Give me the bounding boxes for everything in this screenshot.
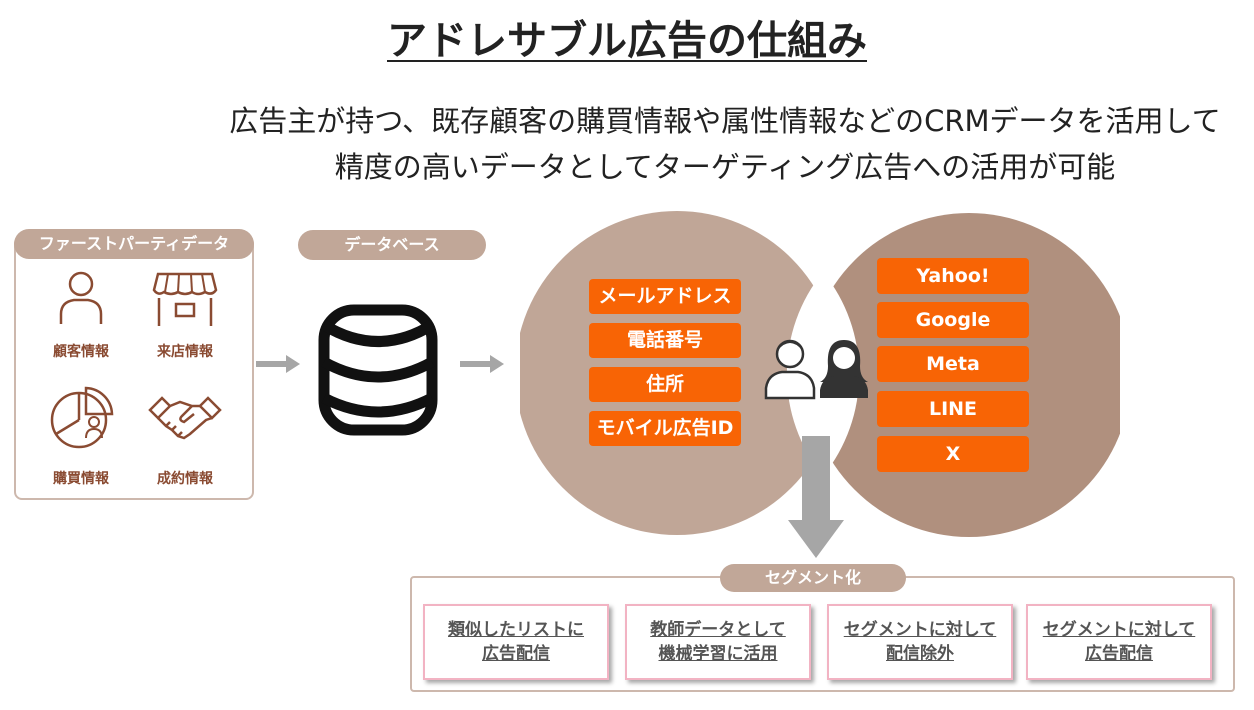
tag-google: Google xyxy=(877,302,1029,338)
arrow-right-icon xyxy=(460,355,504,373)
arrow-down-icon xyxy=(788,436,844,558)
subtitle-line-2: 精度の高いデータとしてターゲティング広告への活用が可能 xyxy=(334,150,1116,184)
purchase-info-label: 購買情報 xyxy=(53,471,109,487)
page-title: アドレサブル広告の仕組み xyxy=(387,18,867,64)
users-icon xyxy=(764,339,868,400)
customer-info-label: 顧客情報 xyxy=(53,344,109,360)
contract-info-label: 成約情報 xyxy=(157,471,213,487)
tag-mobile-ad-id: モバイル広告ID xyxy=(589,411,741,446)
segment-card-ad-delivery: セグメントに対して 広告配信 xyxy=(1026,604,1212,680)
segment-label: セグメント化 xyxy=(720,564,906,592)
first-party-data-panel xyxy=(14,236,254,500)
database-icon xyxy=(318,304,438,436)
tag-x: X xyxy=(877,436,1029,472)
store-visit-info-label: 来店情報 xyxy=(157,344,213,360)
tag-meta: Meta xyxy=(877,346,1029,382)
person-icon xyxy=(59,271,103,324)
segment-card-exclude: セグメントに対して 配信除外 xyxy=(827,604,1013,680)
tag-line: LINE xyxy=(877,391,1029,427)
arrow-right-icon xyxy=(256,355,300,373)
subtitle-line-1: 広告主が持つ、既存顧客の購買情報や属性情報などのCRMデータを活用して xyxy=(229,104,1221,138)
pie-chart-person-icon xyxy=(50,386,114,449)
tag-yahoo: Yahoo! xyxy=(877,258,1029,294)
handshake-icon xyxy=(148,396,222,440)
first-party-data-label: ファーストパーティデータ xyxy=(14,229,254,259)
tag-address: 住所 xyxy=(589,367,741,402)
segment-card-machine-learning: 教師データとして 機械学習に活用 xyxy=(625,604,811,680)
tag-phone: 電話番号 xyxy=(589,323,741,358)
store-icon xyxy=(152,272,218,326)
tag-email: メールアドレス xyxy=(589,279,741,314)
segment-card-similar-list: 類似したリストに 広告配信 xyxy=(423,604,609,680)
database-label: データベース xyxy=(298,230,486,260)
